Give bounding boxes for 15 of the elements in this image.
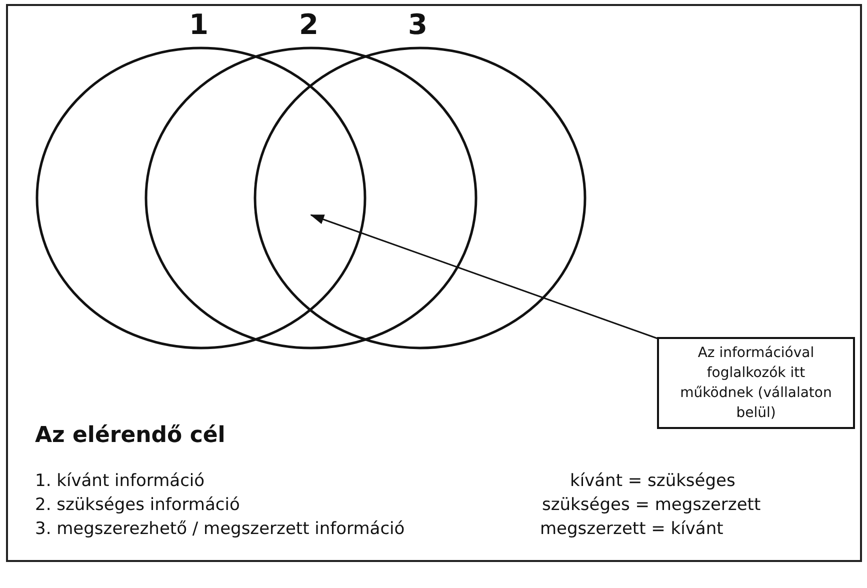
legend-item: 3. megszerezhető / megszerzett információ [35, 518, 405, 540]
circle-number: 3 [408, 10, 428, 40]
venn-ellipse [144, 10, 478, 350]
circle-number: 2 [299, 10, 318, 40]
venn-ellipse [253, 10, 587, 350]
heading: Az elérendő cél [35, 422, 226, 450]
callout-text: Az információval foglalkozók itt működnek (vállalaton belül) [679, 344, 833, 423]
leader-arrow [310, 214, 660, 340]
circle-number: 1 [189, 10, 208, 40]
legend-item: 2. szükséges információ [35, 494, 240, 516]
legend-item: 1. kívánt információ [35, 470, 205, 492]
callout-box [657, 337, 855, 429]
equation-text: megszerzett = kívánt [540, 518, 724, 540]
equation-text: szükséges = megszerzett [542, 494, 761, 516]
equation-text: kívánt = szükséges [570, 470, 736, 492]
